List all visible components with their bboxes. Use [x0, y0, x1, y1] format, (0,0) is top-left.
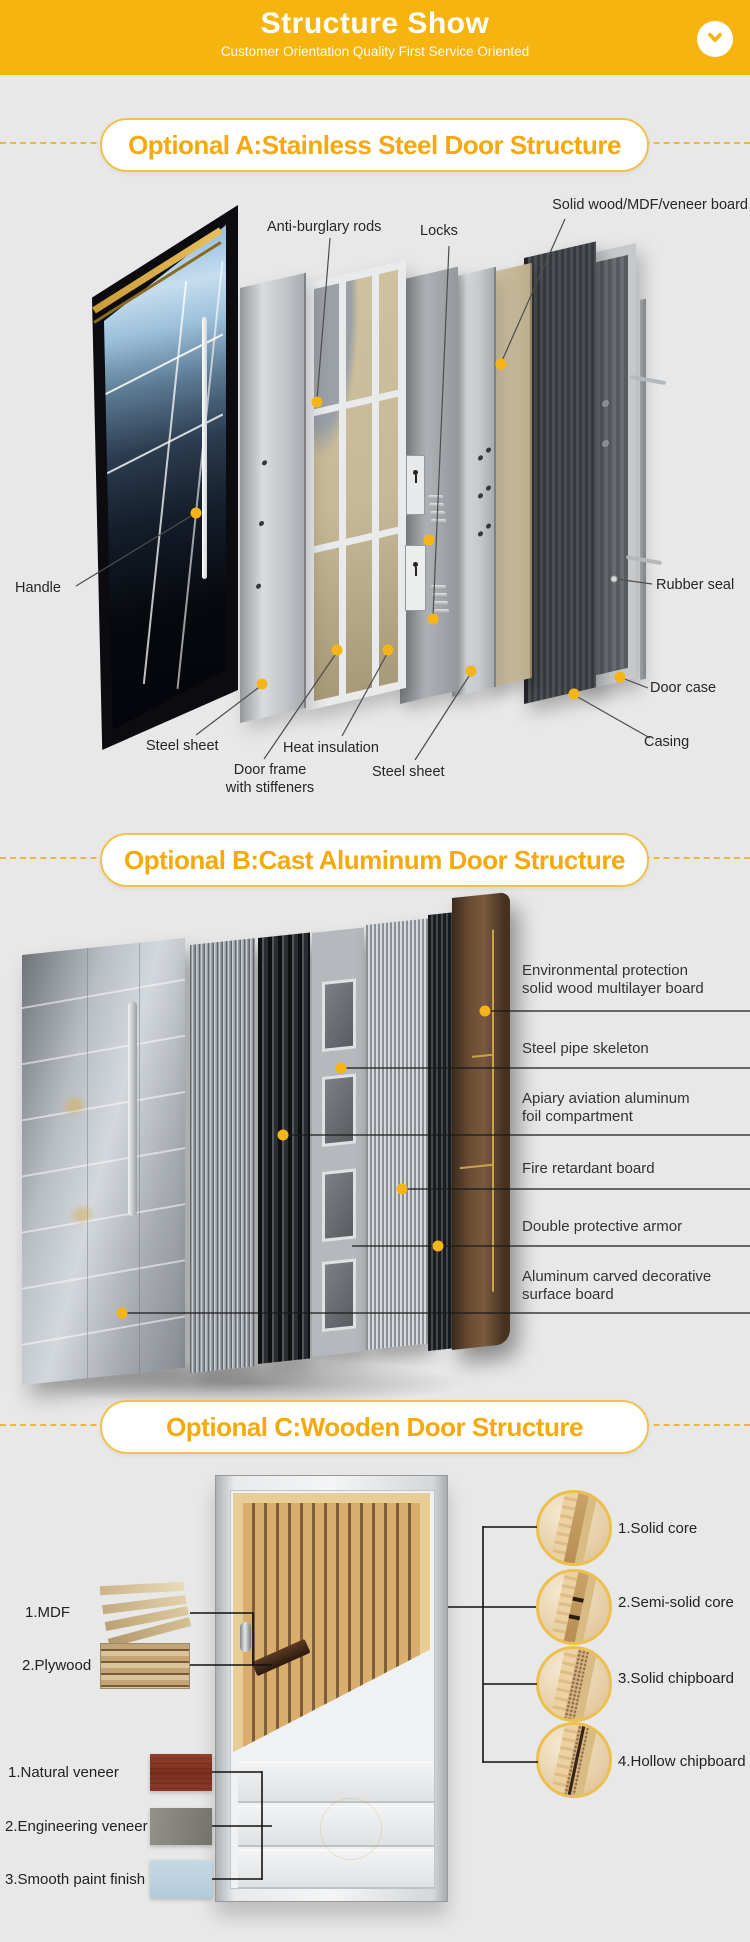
core-label-solid-chipboard: 3.Solid chipboard	[618, 1670, 734, 1687]
core-label-hollow-chipboard: 4.Hollow chipboard	[618, 1753, 746, 1770]
layer-label-aluminum-foil: Apiary aviation aluminum foil compartmen…	[522, 1090, 690, 1125]
layer-dark-veneer-board	[524, 241, 596, 704]
section-a-title: Optional A:Stainless Steel Door Structur…	[128, 129, 621, 160]
chevron-down-icon	[704, 26, 726, 53]
natural-veneer-swatch	[150, 1754, 212, 1791]
door-leaf-front	[92, 205, 238, 750]
layer-door-frame-insulation	[306, 259, 406, 711]
section-c-title-pill: Optional C:Wooden Door Structure	[100, 1400, 649, 1454]
callout-label-solid-wood-board: Solid wood/MDF/veneer board	[552, 197, 748, 213]
lock-plate-main	[405, 545, 426, 611]
callout-label-handle: Handle	[15, 580, 61, 596]
layer-brushed-steel-1	[190, 938, 255, 1373]
section-b-title-pill: Optional B:Cast Aluminum Door Structure	[100, 833, 649, 887]
door-lower-panel	[238, 1762, 434, 1803]
layer-pipe-skeleton-frame	[312, 927, 364, 1357]
layer-brushed-steel-2	[366, 918, 428, 1350]
hollow-chipboard-sample	[536, 1722, 612, 1798]
callout-label-casing: Casing	[644, 734, 690, 750]
layer-label-multilayer-board: Environmental protection solid wood mult…	[522, 962, 704, 997]
engineering-veneer-swatch	[150, 1808, 212, 1845]
layer-steel-sheet-1	[240, 272, 306, 723]
layer-walnut-surface-board	[452, 891, 510, 1350]
layer-label-protective-armor: Double protective armor	[522, 1218, 683, 1235]
gold-emblem	[60, 1093, 88, 1119]
callout-label-anti-burglary-rods: Anti-burglary rods	[267, 219, 382, 235]
layer-carved-wave-panel	[258, 932, 310, 1364]
layer-aluminum-face-panel	[22, 937, 185, 1385]
lock-plate-top	[406, 455, 425, 515]
callout-label-door-frame: Door frame with stiffeners	[225, 762, 315, 796]
material-label-plywood: 2.Plywood	[22, 1657, 92, 1674]
mdf-board-stack	[99, 1578, 192, 1648]
door-case-bar	[640, 298, 646, 680]
callout-label-heat-insulation: Heat insulation	[283, 740, 379, 756]
callout-label-steel-sheet-right: Steel sheet	[372, 764, 445, 780]
callout-label-door-case: Door case	[650, 680, 717, 696]
callout-label-locks: Locks	[420, 223, 458, 239]
core-label-solid: 1.Solid core	[618, 1520, 698, 1537]
layer-label-fire-retardant: Fire retardant board	[522, 1160, 655, 1177]
header: Structure Show Customer Orientation Qual…	[0, 0, 750, 75]
page-title: Structure Show	[260, 7, 490, 40]
layer-label-steel-pipe-skeleton: Steel pipe skeleton	[522, 1040, 649, 1057]
layer-label-carved-surface-board: Aluminum carved decorative surface board	[522, 1268, 712, 1303]
etched-emblem	[320, 1798, 382, 1860]
semi-solid-core-sample	[536, 1569, 612, 1645]
finish-label-natural-veneer: 1.Natural veneer	[8, 1764, 119, 1781]
section-a-title-pill: Optional A:Stainless Steel Door Structur…	[100, 118, 649, 172]
callout-label-rubber-seal: Rubber seal	[656, 577, 735, 593]
scroll-down-button[interactable]	[697, 21, 733, 57]
core-label-semi-solid: 2.Semi-solid core	[618, 1594, 734, 1611]
material-label-mdf: 1.MDF	[25, 1604, 70, 1621]
finish-label-smooth-paint: 3.Smooth paint finish	[5, 1871, 146, 1888]
layer-steel-sheet-2	[452, 266, 496, 697]
smooth-paint-swatch	[150, 1860, 212, 1898]
door-glass-reflection	[104, 225, 226, 730]
plywood-board	[100, 1643, 190, 1689]
door-knob-cylinder	[240, 1622, 251, 1652]
solid-chipboard-sample	[536, 1646, 612, 1722]
solid-core-sample	[536, 1490, 612, 1566]
section-b-title: Optional B:Cast Aluminum Door Structure	[124, 844, 626, 875]
aluminum-door-handle	[128, 1000, 137, 1217]
callout-label-steel-sheet-left: Steel sheet	[146, 738, 219, 754]
section-c-title: Optional C:Wooden Door Structure	[166, 1411, 583, 1442]
page-subtitle: Customer Orientation Quality First Servi…	[220, 44, 530, 59]
finish-label-engineering-veneer: 2.Engineering veneer	[5, 1818, 148, 1835]
door-handle-bar	[202, 317, 207, 579]
